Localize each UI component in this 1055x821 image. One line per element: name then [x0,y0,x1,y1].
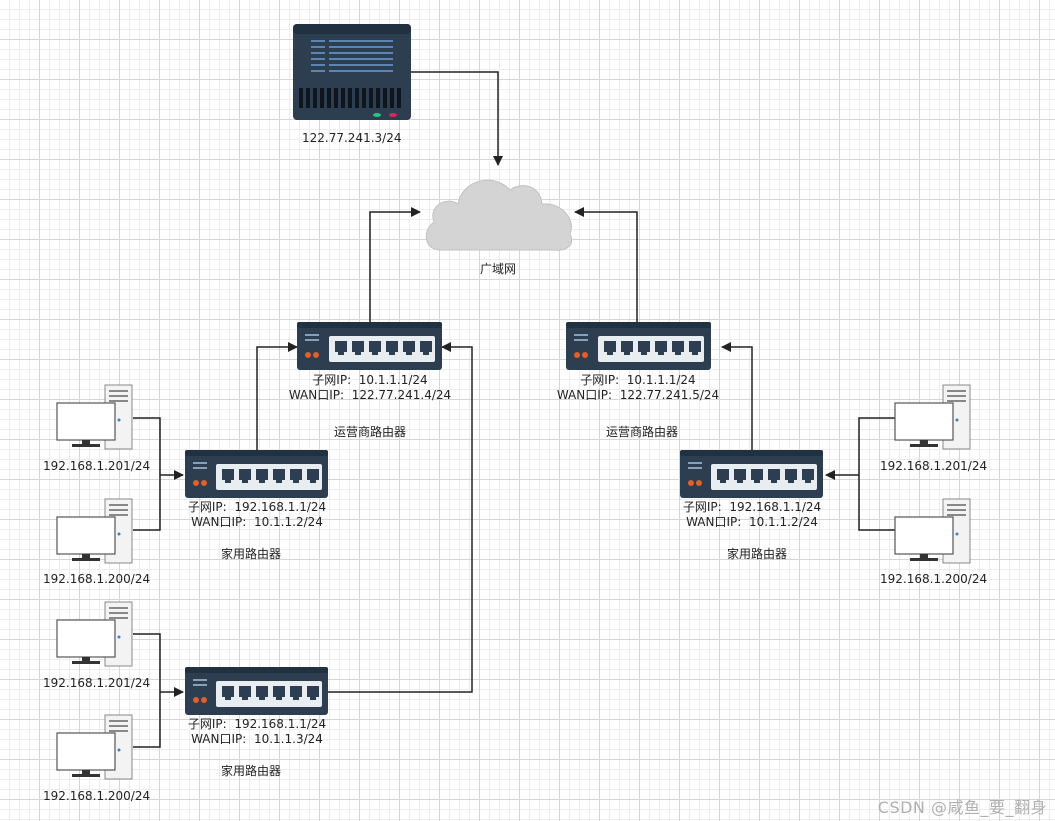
link-home3-isp-right [721,342,753,450]
pc-1-ip: 192.168.1.201/24 [43,459,151,473]
link-server-cloud [411,71,503,166]
subnet-label: 子网IP: [682,500,722,514]
wan-label: WAN口IP: [191,732,247,746]
subnet-ip: 10.1.1.1/24 [626,373,696,387]
server-ip-label: 122.77.241.3/24 [302,131,402,145]
router-icon [297,322,442,370]
server-device[interactable] [293,24,411,120]
router-icon [185,667,328,715]
wan-cloud[interactable] [422,170,574,254]
wan-label: WAN口IP: [686,515,742,529]
pc-1[interactable] [56,384,134,450]
cloud-icon [425,179,572,251]
subnet-ip: 192.168.1.1/24 [234,500,327,514]
pc-4[interactable] [56,714,134,780]
link-home1-isp-left [256,342,298,450]
desktop-computer-icon [56,601,133,667]
subnet-label: 子网IP: [312,373,352,387]
desktop-computer-icon [56,498,133,564]
isp-left-caption: 运营商路由器 [333,425,407,439]
desktop-computer-icon [894,498,971,564]
home-router-1[interactable] [185,450,328,498]
isp-router-left[interactable] [297,322,442,370]
subnet-ip: 10.1.1.1/24 [358,373,428,387]
isp-router-right[interactable] [566,322,711,370]
link-pc5-home3 [858,417,895,531]
pc-5[interactable] [894,384,972,450]
subnet-ip: 192.168.1.1/24 [729,500,822,514]
wan-ip: 10.1.1.2/24 [253,515,323,529]
wan-label: WAN口IP: [288,388,345,402]
desktop-computer-icon [56,384,133,450]
subnet-label: 子网IP: [580,373,620,387]
home1-wan-line: WAN口IP: 10.1.1.2/24 [191,515,323,530]
home1-caption: 家用路由器 [220,547,282,561]
cloud-label: 广域网 [479,262,517,276]
link-pc1-home1 [133,417,161,531]
home1-subnet-line: 子网IP: 192.168.1.1/24 [188,500,326,515]
isp-left-subnet-line: 子网IP: 10.1.1.1/24 [312,373,427,388]
pc-3-ip: 192.168.1.201/24 [43,676,151,690]
wan-ip: 122.77.241.5/24 [619,388,720,402]
home3-subnet-line: 子网IP: 192.168.1.1/24 [683,500,821,515]
subnet-label: 子网IP: [187,500,227,514]
home-router-2[interactable] [185,667,328,715]
pc-2[interactable] [56,498,134,564]
isp-right-wan-line: WAN口IP: 122.77.241.5/24 [557,388,719,403]
home2-subnet-line: 子网IP: 192.168.1.1/24 [188,717,326,732]
pc-2-ip: 192.168.1.200/24 [43,572,151,586]
watermark: CSDN @咸鱼_要_翻身 [877,798,1047,817]
home3-wan-line: WAN口IP: 10.1.1.2/24 [686,515,818,530]
link-pc3-home2 [133,633,161,748]
home3-caption: 家用路由器 [726,547,788,561]
pc-6[interactable] [894,498,972,564]
subnet-ip: 192.168.1.1/24 [234,717,327,731]
wan-label: WAN口IP: [556,388,613,402]
router-icon [566,322,711,370]
wan-label: WAN口IP: [191,515,247,529]
isp-right-subnet-line: 子网IP: 10.1.1.1/24 [580,373,695,388]
subnet-label: 子网IP: [187,717,227,731]
pc-3[interactable] [56,601,134,667]
link-isp-right-cloud [574,207,638,322]
wan-ip: 10.1.1.2/24 [748,515,818,529]
pc-6-ip: 192.168.1.200/24 [880,572,988,586]
home-router-3[interactable] [680,450,823,498]
wan-ip: 122.77.241.4/24 [351,388,452,402]
wan-ip: 10.1.1.3/24 [253,732,323,746]
router-icon [185,450,328,498]
server-icon [293,24,411,120]
home2-wan-line: WAN口IP: 10.1.1.3/24 [191,732,323,747]
desktop-computer-icon [56,714,133,780]
link-isp-left-cloud [369,207,421,322]
link-home2-isp-left [328,342,473,693]
home2-caption: 家用路由器 [220,764,282,778]
isp-left-wan-line: WAN口IP: 122.77.241.4/24 [289,388,451,403]
pc-5-ip: 192.168.1.201/24 [880,459,988,473]
isp-right-caption: 运营商路由器 [605,425,679,439]
desktop-computer-icon [894,384,971,450]
pc-4-ip: 192.168.1.200/24 [43,789,151,803]
router-icon [680,450,823,498]
